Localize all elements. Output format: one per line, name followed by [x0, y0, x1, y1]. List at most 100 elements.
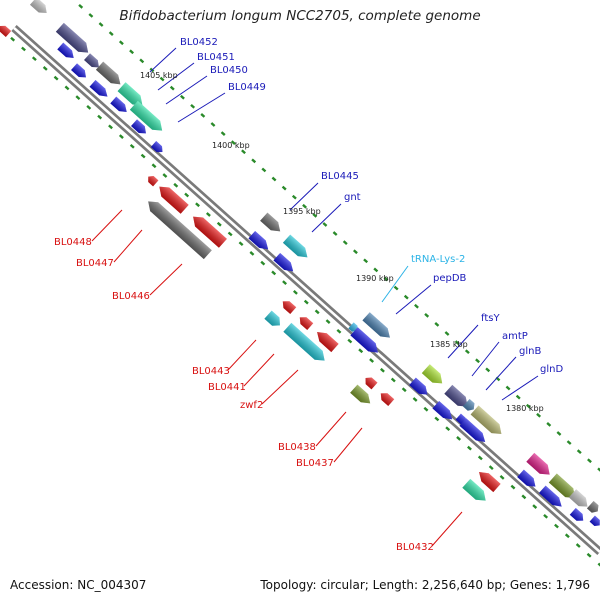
tick-dot [475, 358, 480, 364]
gene-arrow-shade [299, 317, 314, 331]
tick-dot [456, 436, 462, 441]
gene-arrow-shade [282, 234, 308, 258]
tick-dot [444, 331, 450, 336]
gene-arrow [71, 63, 86, 78]
tick-1395-kbp: 1395 kbp [283, 207, 321, 216]
gene-arrow [264, 310, 280, 326]
tick-dot [322, 222, 328, 227]
tick-dot [271, 270, 277, 276]
tick-dot [118, 40, 124, 46]
tick-dot [200, 113, 206, 118]
gene-arrow [129, 100, 163, 131]
tick-dot [151, 163, 157, 169]
tick-dot [140, 153, 146, 159]
tick-dot [162, 173, 168, 178]
gene-arrow [117, 82, 143, 106]
gene-arrow-shade [273, 252, 294, 272]
tick-dot [312, 213, 318, 218]
gene-arrow [131, 119, 146, 134]
tick-dot [369, 358, 375, 363]
tick-1405-kbp: 1405 kbp [140, 71, 178, 80]
gene-arrow-shade [0, 25, 12, 37]
gene-arrow-shade [148, 201, 212, 260]
tick-dot [576, 449, 582, 455]
tick-dot [532, 504, 538, 509]
leader-gnt [311, 203, 342, 233]
tick-dot [521, 494, 527, 500]
tick-dot [342, 240, 348, 245]
gene-arrow [55, 22, 89, 53]
leader-BL0448 [91, 209, 123, 242]
tick-dot [180, 94, 185, 100]
tick-1380-kbp: 1380 kbp [506, 404, 544, 413]
tick-dot [86, 105, 92, 110]
label-pepDB: pepDB [433, 273, 467, 284]
label-amtP: amtP [502, 331, 528, 342]
gene-arrow [538, 485, 562, 507]
gene-arrow [29, 0, 47, 13]
gene-arrow-shade [282, 301, 297, 315]
gene-arrow [586, 500, 599, 513]
gene-arrow [362, 312, 390, 338]
leader-BL0441 [243, 353, 275, 387]
tick-dot [546, 422, 552, 427]
gene-arrow-shade [129, 100, 163, 131]
gene-features [0, 0, 600, 526]
gene-arrow [148, 176, 159, 187]
tick-1390-kbp: 1390 kbp [356, 274, 394, 283]
leader-BL0451 [157, 62, 195, 91]
gene-arrow-shade [264, 310, 280, 326]
leader-BL0443 [227, 339, 257, 371]
gene-arrow-shade [260, 212, 281, 232]
gene-arrow [517, 469, 536, 487]
gene-arrow [462, 478, 486, 501]
topology-text: Topology: circular; Length: 2,256,640 bp… [260, 578, 590, 592]
tick-dot [230, 140, 236, 146]
label-BL0446: BL0446 [112, 291, 150, 302]
tick-dot [220, 131, 226, 136]
gene-arrow [568, 489, 588, 507]
gene-arrow-shade [57, 42, 74, 58]
label-BL0447: BL0447 [76, 258, 114, 269]
tick-dot [597, 562, 600, 568]
tick-dot [64, 85, 70, 91]
label-ftsY: ftsY [481, 313, 500, 324]
tick-dot [423, 406, 429, 412]
tick-dot [42, 66, 48, 71]
gene-arrow-shade [117, 82, 143, 106]
gene-arrow-shade [362, 312, 390, 338]
gene-arrow [0, 25, 12, 37]
label-leader-lines [91, 47, 539, 547]
leader-glnD [501, 375, 539, 401]
tick-dot [380, 367, 385, 373]
gene-arrow-shade [55, 22, 89, 53]
gene-arrow-shade [444, 384, 468, 407]
gene-arrow [84, 53, 99, 68]
gene-arrow-shade [538, 485, 562, 507]
tick-dot [332, 231, 338, 236]
tick-dot [261, 167, 267, 173]
tick-dot [467, 445, 472, 451]
gene-arrow [317, 332, 339, 353]
gene-arrow [150, 141, 163, 153]
gene-arrow-shade [348, 322, 358, 332]
label-BL0437: BL0437 [296, 458, 334, 469]
gene-arrow [462, 398, 475, 411]
tick-dot [227, 231, 233, 237]
tick-dot [488, 465, 494, 470]
gene-arrow-shade [569, 507, 584, 521]
tick-dot [190, 103, 196, 109]
gene-arrow-shade [193, 216, 227, 248]
gene-arrow-shade [526, 452, 550, 475]
tick-dot [499, 475, 505, 480]
gene-arrow [350, 384, 371, 404]
gene-arrow-shade [84, 53, 99, 68]
gene-arrow [479, 472, 501, 493]
tick-dot [515, 394, 521, 400]
label-BL0449: BL0449 [228, 82, 266, 93]
gene-arrow-shade [248, 230, 269, 250]
gene-arrow [350, 327, 378, 353]
leader-BL0432 [431, 511, 463, 547]
gene-arrow [409, 377, 428, 395]
gene-arrow-shade [409, 377, 428, 395]
